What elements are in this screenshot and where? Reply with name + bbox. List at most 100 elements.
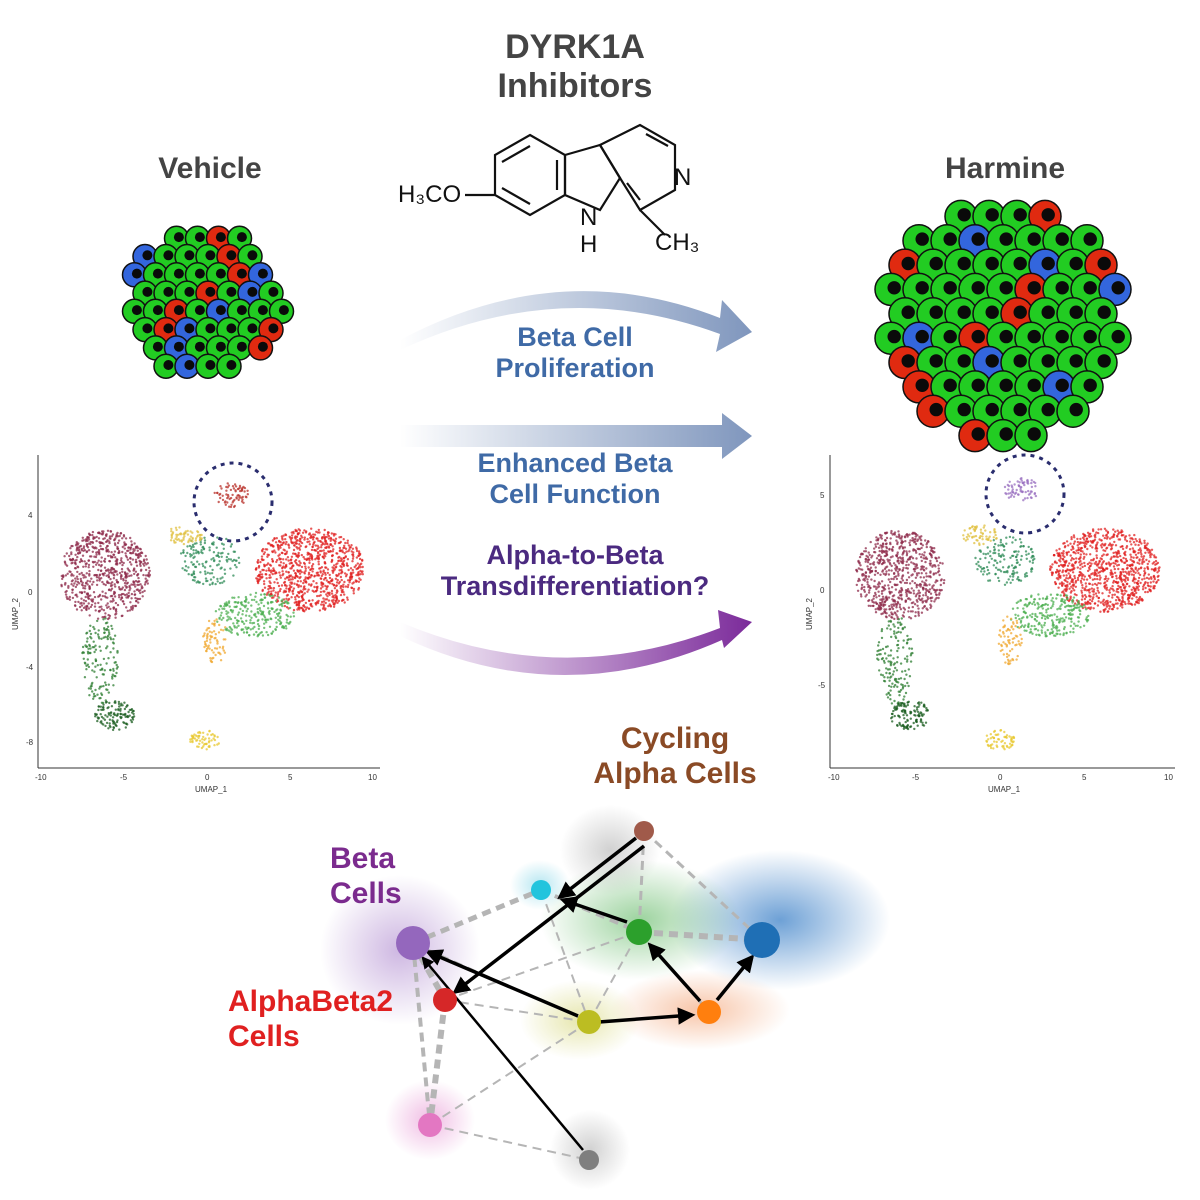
umap-point [91,550,95,553]
umap-point [1088,598,1092,601]
umap-point [1104,567,1108,570]
umap-point [279,576,282,579]
umap-point [192,552,195,555]
umap-point [81,536,85,539]
umap-point [88,643,91,647]
umap-point [1106,535,1109,539]
umap-point [296,547,299,550]
umap-point [1129,540,1132,543]
umap-point [110,535,114,538]
umap-point [1147,584,1150,588]
umap-point [906,588,910,591]
umap-point [988,535,991,538]
umap-point [260,613,263,616]
umap-point [312,580,315,583]
umap-point [1045,611,1048,614]
umap-point [211,568,214,572]
umap-point [221,581,224,584]
umap-point [199,571,202,574]
umap-point [308,561,311,565]
umap-point [269,594,272,598]
umap-point [874,608,877,611]
umap-point [307,583,311,586]
umap-point [1138,573,1142,577]
umap-point [1111,575,1114,578]
umap-point [125,593,129,596]
umap-point [263,593,266,596]
umap-point [129,557,132,560]
umap-point [989,539,992,542]
umap-point [336,562,339,565]
umap-point [74,585,78,589]
umap-point [939,579,943,582]
umap-point [896,649,899,653]
umap-point [1124,557,1128,561]
umap-point [171,532,174,535]
cell-nucleus [957,402,971,417]
umap-point [989,550,992,553]
umap-point [66,572,69,575]
umap-point [89,632,93,636]
umap-point [1091,546,1094,549]
umap-point [343,544,346,547]
umap-point [914,611,917,614]
umap-point [75,575,79,578]
umap-point [982,542,985,546]
umap-point [906,681,909,685]
umap-point [925,567,928,570]
umap-point [142,559,146,563]
umap-point [986,573,989,576]
umap-point [1084,608,1088,611]
umap-point [111,627,114,630]
umap-point [1131,547,1135,550]
umap-point [875,596,878,599]
umap-point [1137,585,1141,588]
umap-point [117,700,121,704]
umap-point [293,582,296,585]
umap-point [198,742,201,745]
umap-point [1122,570,1125,574]
umap-point [241,620,244,624]
umap-point [1017,579,1021,582]
umap-point [1097,600,1100,603]
umap-point [312,590,316,593]
umap-point [142,562,145,566]
umap-point [1088,582,1092,586]
umap-point [82,606,86,610]
umap-point [933,547,936,550]
umap-point [126,558,130,561]
umap-point [863,585,866,589]
umap-point [1061,617,1064,620]
umap-point [268,580,271,583]
umap-point [112,599,115,602]
umap-point [1112,528,1115,531]
umap-point [95,583,99,587]
umap-point [275,621,278,624]
umap-point [913,581,917,585]
umap-point [222,629,225,632]
umap-point [288,606,292,610]
umap-point [93,627,96,631]
umap-point [287,559,290,562]
umap-point [237,556,240,559]
umap-point [111,675,114,678]
cell-nucleus [1027,329,1041,344]
umap-point [905,563,908,567]
umap-point [222,580,226,583]
umap-point [1063,618,1066,622]
umap-point [264,573,267,576]
umap-point [71,579,75,582]
umap-point [256,623,260,626]
umap-point [316,601,320,605]
umap-point [244,626,247,629]
umap-point [291,590,294,593]
umap-point [1136,586,1139,590]
umap-point [1140,542,1143,545]
umap-point [70,573,74,576]
umap-point [1077,551,1080,555]
umap-point [935,593,938,597]
umap-point [282,572,285,576]
cell-nucleus [929,256,943,271]
umap-point [1011,541,1014,544]
umap-point [259,593,263,596]
